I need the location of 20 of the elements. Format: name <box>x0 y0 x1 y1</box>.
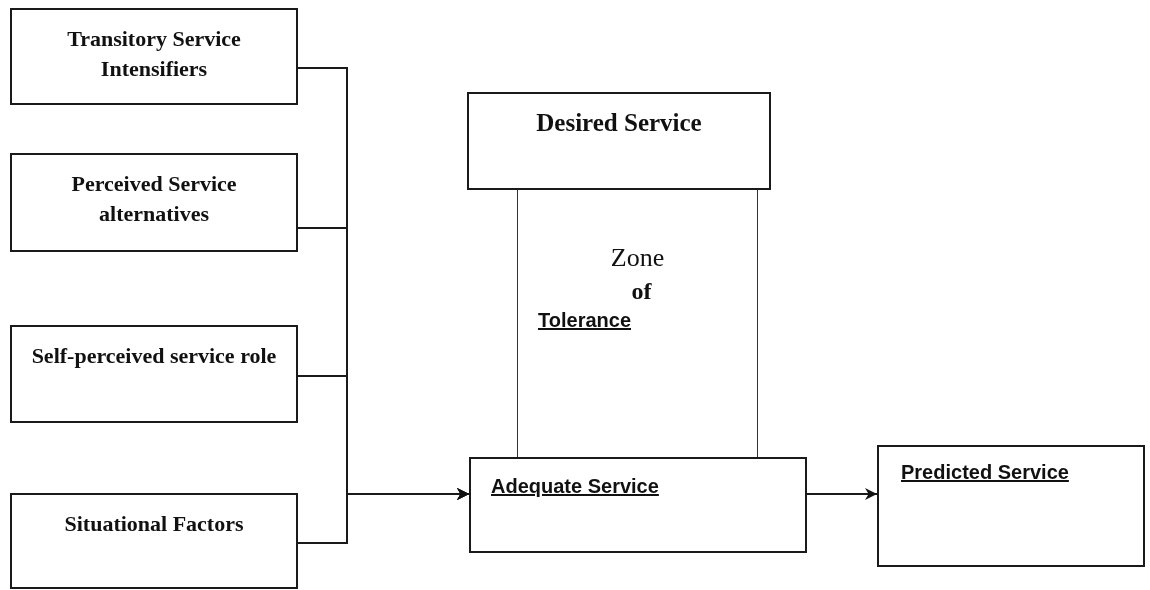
process-box <box>877 445 1145 567</box>
process-box <box>10 325 298 423</box>
box-label: Adequate Service <box>491 474 659 499</box>
box-label: Predicted Service <box>901 460 1069 485</box>
tolerance-zone-band <box>517 190 758 457</box>
box-label: Transitory Service Intensifiers <box>66 25 242 83</box>
box-label: Perceived Service alternatives <box>70 170 238 228</box>
box-label: Situational Factors <box>64 510 244 538</box>
process-box <box>10 493 298 589</box>
process-box <box>467 92 771 190</box>
process-box <box>469 457 807 553</box>
connector-arrow <box>806 488 878 500</box>
zone-label: Tolerance <box>538 308 631 334</box>
process-box <box>10 8 298 105</box>
box-label: Self-perceived service role <box>31 342 277 370</box>
zone-label: Zone <box>610 242 665 274</box>
zone-label: of <box>631 277 652 307</box>
process-box <box>10 153 298 252</box>
box-label: Desired Service <box>536 108 702 138</box>
connector-arrow <box>297 488 470 544</box>
